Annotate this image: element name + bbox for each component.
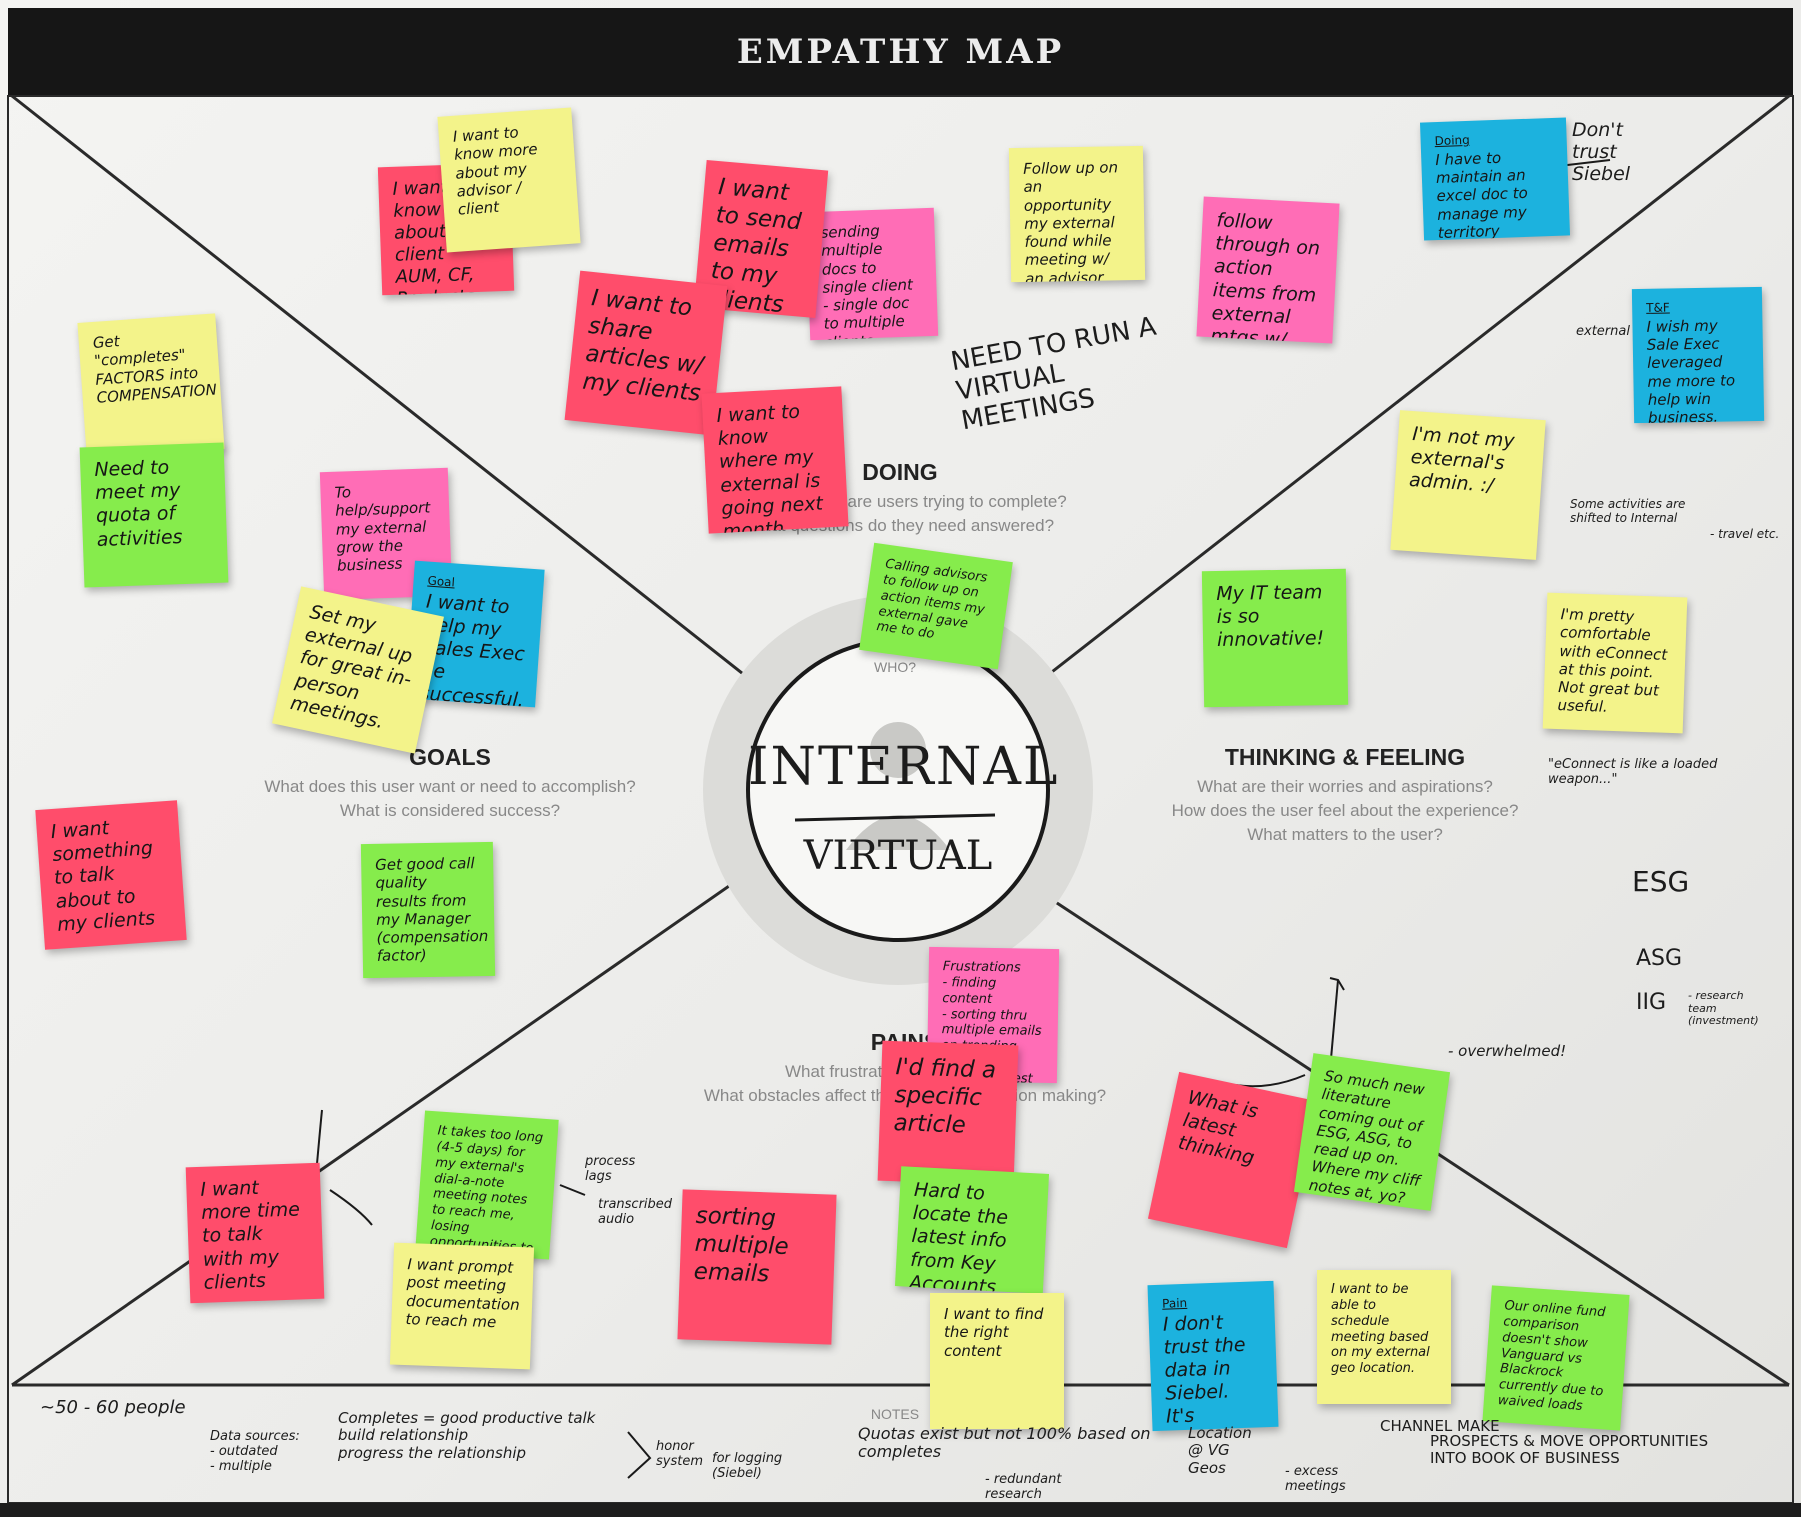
- sticky-note: Hard to locate the latest info from Key …: [894, 1166, 1050, 1294]
- sticky-note: Get good call quality results from my Ma…: [360, 841, 496, 979]
- note-text: I wish my Sale Exec leveraged me more to…: [1646, 316, 1736, 424]
- thinking-section: THINKING & FEELING What are their worrie…: [1150, 745, 1540, 847]
- annotation: - excess meetings: [1285, 1464, 1346, 1494]
- annotation: Data sources: - outdated - multiple: [210, 1429, 300, 1474]
- sticky-note: So much new literature coming out of ESG…: [1293, 1053, 1451, 1211]
- annotation: "eConnect is like a loaded weapon...": [1548, 757, 1718, 787]
- annotation: process lags: [585, 1154, 636, 1184]
- sticky-note: I want something to talk about to my cli…: [35, 800, 187, 950]
- bracket-completes: [627, 1431, 652, 1479]
- annotation: - research team (investment): [1688, 989, 1759, 1028]
- note-tag: T&F: [1646, 300, 1670, 315]
- sticky-note: I want to know more about my advisor / c…: [437, 107, 581, 253]
- annotation: Completes = good productive talk build r…: [338, 1409, 596, 1462]
- sticky-note: I want to find the right content: [930, 1293, 1064, 1429]
- line-top-left: [11, 94, 777, 702]
- thinking-question-3: What matters to the user?: [1247, 825, 1443, 844]
- user-body-icon: [846, 815, 950, 850]
- note-text: I have to maintain an excel doc to manag…: [1434, 148, 1529, 241]
- bottom-strip: [0, 1503, 1801, 1517]
- thinking-question-1: What are their worries and aspirations?: [1197, 777, 1493, 796]
- annotation: Some activities are shifted to Internal: [1570, 497, 1686, 525]
- annotation: - travel etc.: [1710, 527, 1780, 541]
- user-head-icon: [870, 722, 926, 778]
- annotation: ~50 - 60 people: [40, 1397, 186, 1418]
- sticky-note: follow through on action items from exte…: [1196, 196, 1340, 344]
- sticky-note: Follow up on an opportunity my external …: [1008, 145, 1146, 283]
- notes-label: NOTES: [870, 1406, 920, 1422]
- annotation: transcribed audio: [598, 1197, 673, 1227]
- sticky-note: My IT team is so innovative!: [1201, 568, 1349, 708]
- thinking-heading: THINKING & FEELING: [1224, 744, 1466, 770]
- note-tag: Pain: [1161, 1295, 1188, 1311]
- goals-heading: GOALS: [409, 744, 491, 770]
- who-label: WHO?: [874, 659, 916, 675]
- header-bar: EMPATHY MAP: [8, 8, 1793, 96]
- annotation: Quotas exist but not 100% based on compl…: [858, 1424, 1151, 1462]
- annotation: IIG: [1636, 990, 1667, 1015]
- annotation: PROSPECTS & MOVE OPPORTUNITIES INTO BOOK…: [1430, 1432, 1709, 1468]
- sticky-note: I want to be able to schedule meeting ba…: [1317, 1270, 1451, 1404]
- sticky-note: sending multiple docs to single client -…: [805, 207, 939, 341]
- annotation: external: [1576, 324, 1630, 339]
- annotation: Location @ VG Geos: [1188, 1424, 1252, 1477]
- annotation: CHANNEL MAKE: [1380, 1417, 1500, 1435]
- sticky-note: I'm not my external's admin. :/: [1390, 410, 1546, 560]
- thinking-question-2: How does the user feel about the experie…: [1171, 801, 1519, 820]
- sticky-note: Calling advisors to follow up on action …: [859, 542, 1013, 670]
- sticky-note: Need to meet my quota of activities: [79, 442, 229, 588]
- annotation: - overwhelmed!: [1448, 1042, 1567, 1060]
- annotation: for logging (Siebel): [712, 1451, 783, 1481]
- sticky-note: I want prompt post meeting documentation…: [389, 1242, 535, 1370]
- annotation: ESG: [1632, 865, 1690, 898]
- doing-heading: DOING: [862, 459, 938, 485]
- line-bottom-left: [11, 875, 743, 1387]
- sticky-note: Set my external up for great in-person m…: [272, 586, 444, 754]
- goals-question-2: What is considered success?: [339, 801, 561, 820]
- annotation: ASG: [1636, 946, 1683, 971]
- board-title: EMPATHY MAP: [736, 32, 1065, 72]
- sticky-note: I want more time to talk with my clients: [185, 1162, 325, 1304]
- arrow-left-pain: [1234, 1074, 1306, 1088]
- center-virtual: VIRTUAL: [803, 833, 993, 879]
- goals-question-1: What does this user want or need to acco…: [264, 777, 636, 796]
- center-internal: INTERNAL: [748, 737, 1060, 797]
- bracket-process: [559, 1184, 586, 1196]
- goals-section: GOALS What does this user want or need t…: [230, 745, 670, 823]
- sticky-note: Our online fund comparison doesn't show …: [1482, 1285, 1630, 1431]
- sticky-note: I'm pretty comfortable with eConnect at …: [1542, 592, 1688, 734]
- annotation: - redundant research: [985, 1472, 1062, 1502]
- arrowhead-up-pain: [1329, 977, 1345, 991]
- arrow-down-time: [329, 1189, 373, 1226]
- annotation: Don't trust Siebel: [1572, 119, 1631, 185]
- sticky-note: I'd find a specific article: [877, 1040, 1019, 1186]
- sticky-note: sorting multiple emails: [677, 1189, 837, 1345]
- annotation: honor system: [656, 1439, 703, 1469]
- note-tag: Doing: [1434, 132, 1471, 149]
- line-top-right: [1015, 94, 1790, 702]
- note-text: I don't trust the data in Siebel. It's d…: [1162, 1311, 1248, 1431]
- sticky-note: It takes too long (4-5 days) for my exte…: [415, 1110, 559, 1260]
- center-divider: [794, 813, 996, 822]
- sticky-note: I want to know where my external is goin…: [701, 386, 849, 534]
- sticky-note: Get "completes" FACTORS into COMPENSATIO…: [77, 313, 225, 459]
